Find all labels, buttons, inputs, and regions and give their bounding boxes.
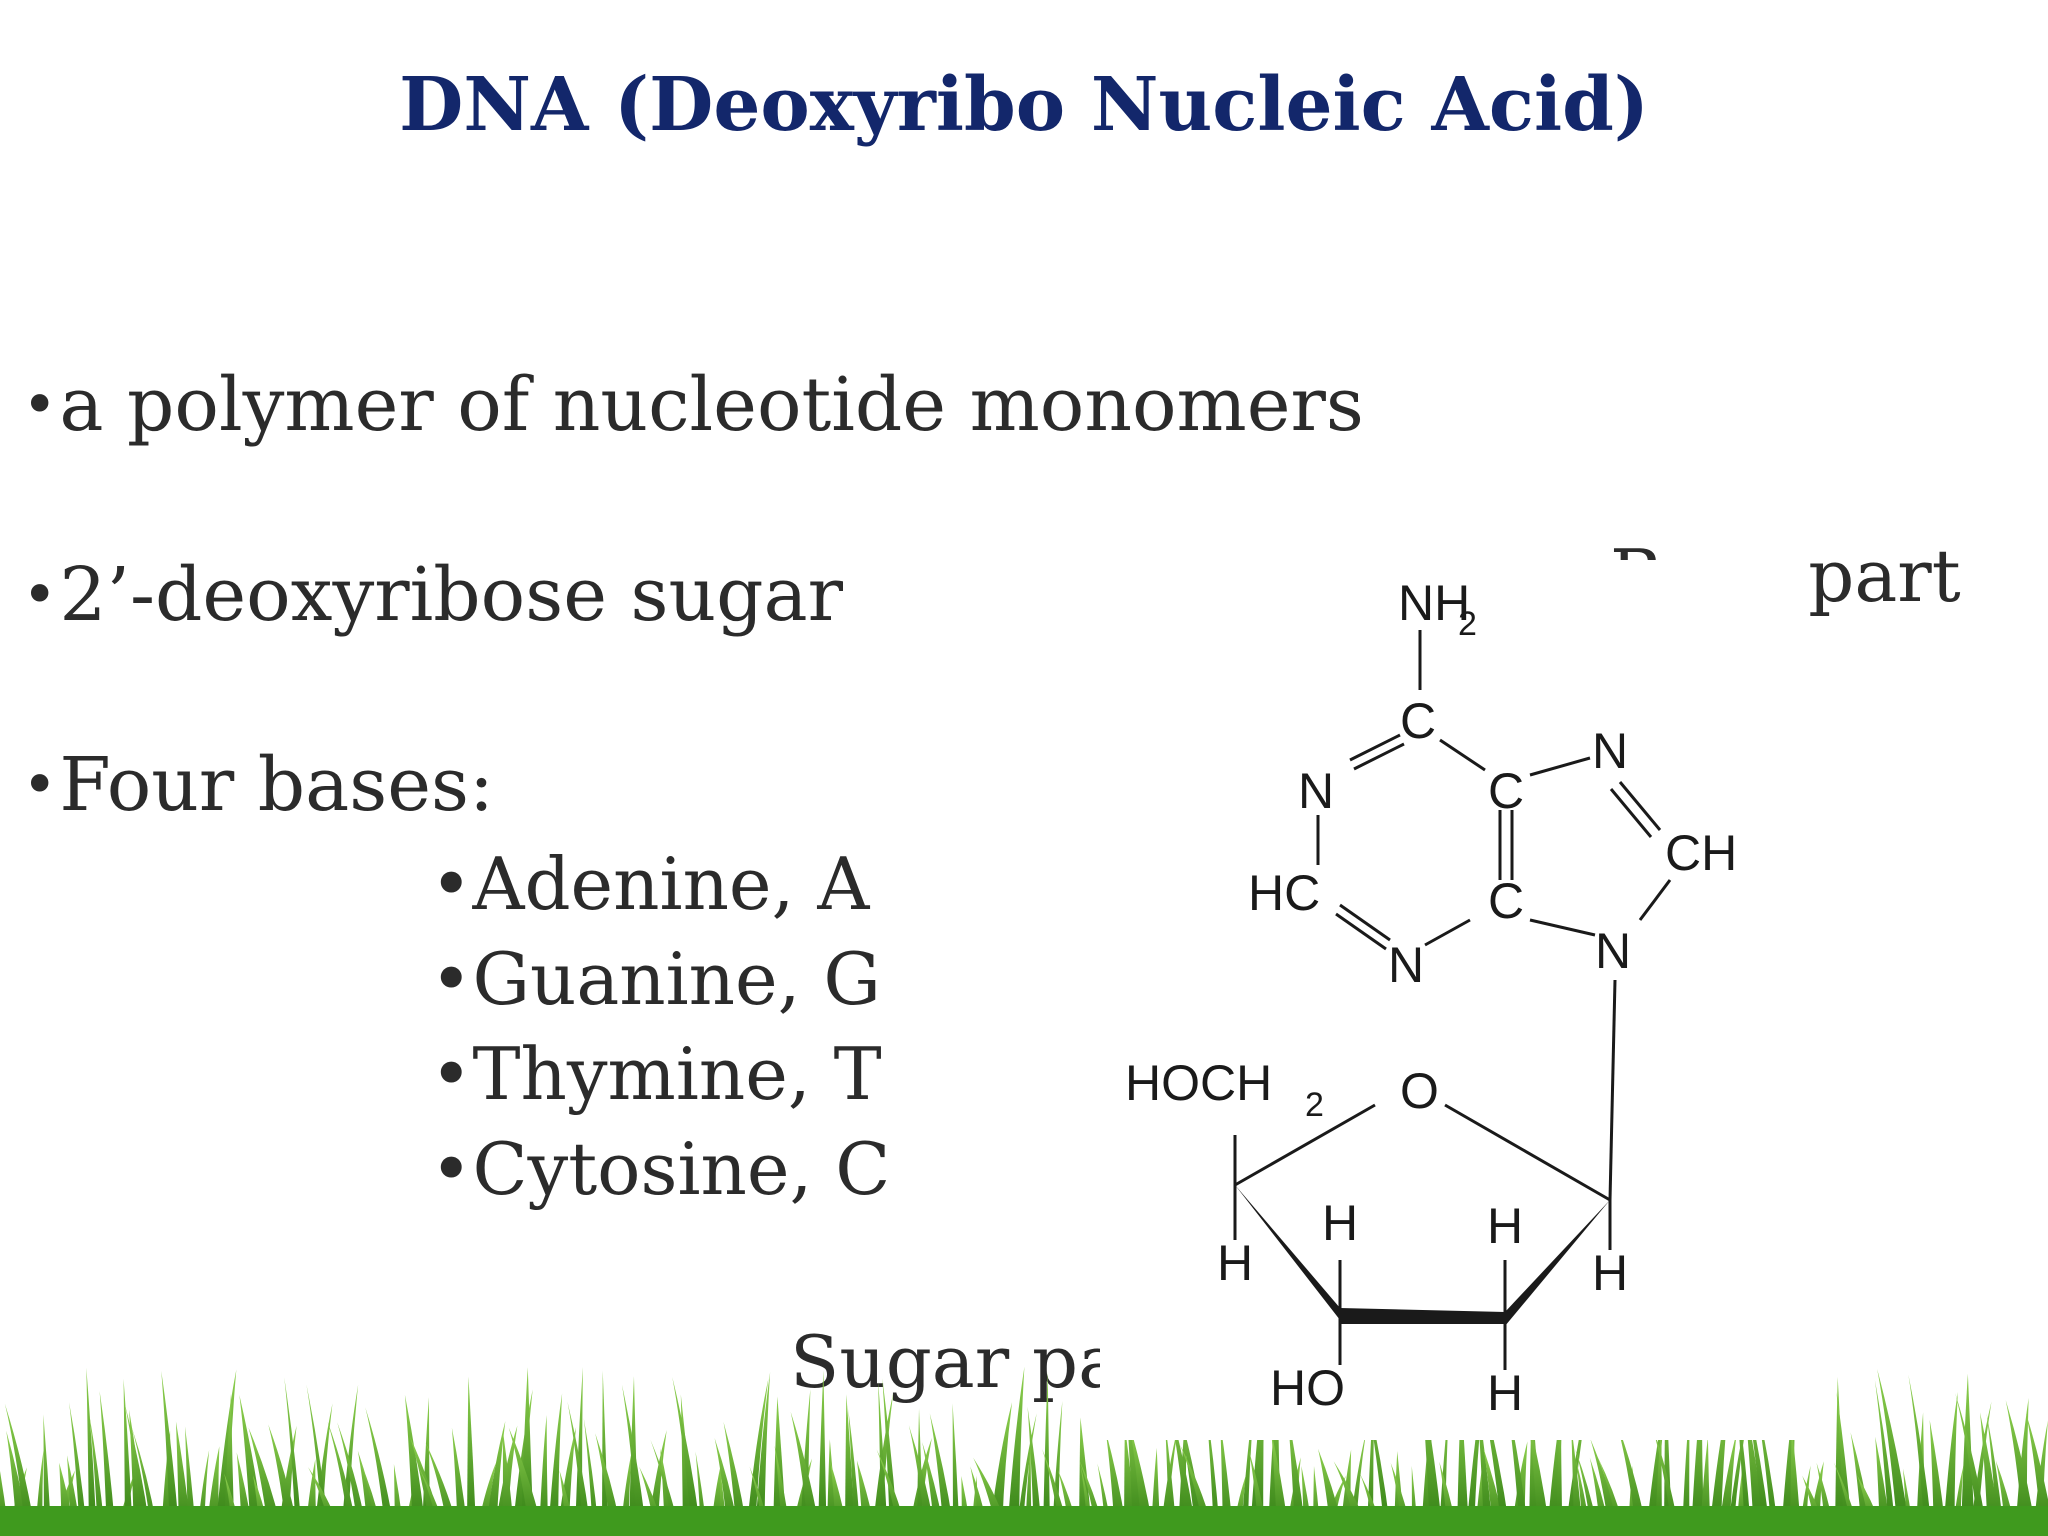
grass-blade xyxy=(1027,1406,1043,1536)
grass-blade xyxy=(69,1402,88,1536)
grass-blade xyxy=(878,1380,888,1536)
atom-c5: C xyxy=(1488,763,1524,819)
grass-blade xyxy=(672,1376,702,1536)
atom-nh2-subscript: 2 xyxy=(1458,605,1477,643)
grass-blade xyxy=(1877,1369,1911,1536)
atom-h-c2prime: H xyxy=(1487,1198,1523,1254)
grass-blade xyxy=(848,1408,861,1536)
atom-c8: CH xyxy=(1665,825,1737,881)
bullet-dot-icon: • xyxy=(430,842,473,926)
grass-blade xyxy=(1955,1393,1988,1536)
grass-blade xyxy=(99,1390,116,1536)
base-item-adenine: •Adenine, A xyxy=(430,842,870,926)
base-item-cytosine: •Cytosine, C xyxy=(430,1127,891,1211)
grass-blade xyxy=(1007,1366,1025,1536)
grass-blade xyxy=(314,1403,333,1536)
grass-blade xyxy=(818,1370,827,1536)
grass-blade xyxy=(567,1401,592,1536)
bullet-dot-icon: • xyxy=(22,560,58,631)
grass-blade xyxy=(284,1377,303,1536)
grass-blade xyxy=(790,1411,821,1536)
grass-blade xyxy=(1052,1401,1063,1536)
grass-blade xyxy=(845,1394,856,1536)
grass-blade xyxy=(4,1403,36,1536)
grass-blade xyxy=(1943,1392,1958,1536)
grass-blade xyxy=(124,1404,151,1536)
atom-n9: N xyxy=(1595,923,1631,979)
bullet-sugar: •2’-deoxyribose sugar xyxy=(22,552,844,638)
bullet-dot-icon: • xyxy=(430,937,473,1021)
ring-bond-wedge-left xyxy=(1235,1185,1340,1320)
grass-blade xyxy=(467,1376,477,1536)
grass-blade xyxy=(1908,1374,1933,1536)
grass-blade xyxy=(86,1367,97,1536)
grass-blade xyxy=(2005,1399,2037,1536)
ring-bond-bold-bottom xyxy=(1340,1308,1505,1324)
atom-hoch2-subscript: 2 xyxy=(1305,1086,1324,1124)
grass-blade xyxy=(1043,1371,1051,1536)
bullet-four-bases: •Four bases: xyxy=(22,742,494,828)
atom-h-c1prime: H xyxy=(1592,1245,1628,1301)
grass-blade xyxy=(1527,1414,1551,1536)
grass-blade xyxy=(404,1394,427,1536)
grass-blade xyxy=(1961,1373,1975,1536)
grass-blade xyxy=(539,1414,549,1536)
grass-blade xyxy=(929,1413,955,1536)
bullet-dot-icon: • xyxy=(430,1032,473,1116)
grass-blade xyxy=(365,1407,396,1536)
grass-blade xyxy=(1874,1379,1897,1536)
atom-h-c4prime: H xyxy=(1217,1235,1253,1291)
atom-n1: N xyxy=(1298,763,1334,819)
grass-blade xyxy=(161,1370,180,1536)
bullet-polymer: •a polymer of nucleotide monomers xyxy=(22,362,1364,448)
grass-blade xyxy=(1360,1366,1392,1536)
deoxyadenosine-structure: NH 2 C N C N CH HC C N N HOCH 2 O H H H … xyxy=(1100,560,1800,1440)
atom-nh2: NH xyxy=(1398,575,1470,631)
grass-blade xyxy=(1727,1398,1751,1536)
bullet-dot-icon: • xyxy=(22,750,58,821)
grass-blade xyxy=(952,1403,960,1536)
grass-blade xyxy=(123,1378,133,1536)
slide-title: DNA (Deoxyribo Nucleic Acid) xyxy=(399,62,1649,148)
grass-blade xyxy=(1986,1413,2005,1536)
grass-blade xyxy=(1287,1411,1307,1536)
atom-n3: N xyxy=(1388,937,1424,993)
atom-c2: HC xyxy=(1248,865,1320,921)
grass-blade xyxy=(548,1393,563,1536)
bullet-dot-icon: • xyxy=(430,1127,473,1211)
grass-blade xyxy=(621,1384,647,1536)
grass-blade xyxy=(89,1415,106,1536)
grass-blade xyxy=(43,1414,52,1536)
atom-c6: C xyxy=(1400,693,1436,749)
base-item-guanine: •Guanine, G xyxy=(430,937,881,1021)
atom-ho-c3prime: HO xyxy=(1270,1360,1345,1416)
atom-n7: N xyxy=(1592,723,1628,779)
bullet-dot-icon: • xyxy=(22,370,58,441)
atom-h-c2prime-bottom: H xyxy=(1487,1365,1523,1421)
atom-c4: C xyxy=(1488,873,1524,929)
atom-hoch2: HOCH xyxy=(1125,1055,1272,1111)
ring-bond-wedge-right xyxy=(1505,1200,1610,1326)
atom-h-c3prime: H xyxy=(1322,1195,1358,1251)
grass-blade xyxy=(746,1378,769,1536)
base-item-thymine: •Thymine, T xyxy=(430,1032,882,1116)
grass-blade xyxy=(2026,1413,2048,1536)
atom-ring-oxygen: O xyxy=(1400,1063,1439,1119)
